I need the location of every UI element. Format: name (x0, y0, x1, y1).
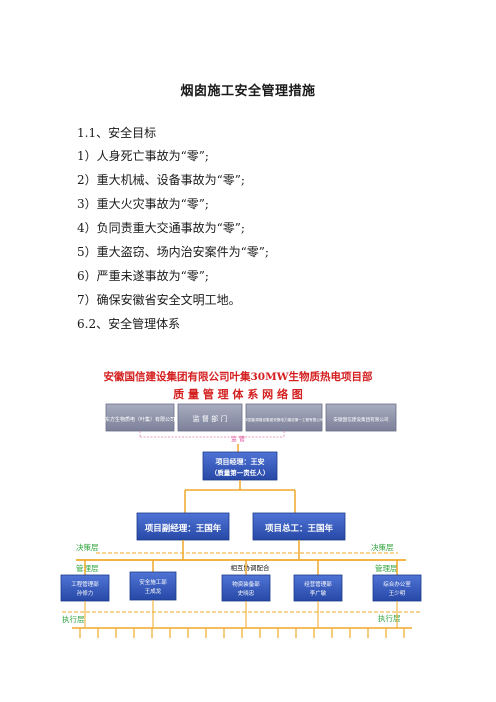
diagram-title-line1: 安徽国信建设集团有限公司叶集30MW生物质热电项目部 (103, 370, 373, 383)
document-title: 烟囱施工安全管理措施 (180, 84, 316, 99)
top-box-group-company-label: 安徽国信建设集团有限公司 (333, 416, 389, 423)
dept-safety-person: 王成龙 (145, 587, 162, 595)
quality-management-network-diagram: 安徽国信建设集团有限公司叶集30MW生物质热电项目部 质 量 管 理 体 系 网… (60, 370, 422, 638)
deputy-manager-box: 项目副经理：王国年 (136, 512, 230, 541)
dept-operations: 经营管理部 李广敏 (293, 574, 343, 602)
dept-admin-office-person: 王少明 (389, 590, 406, 597)
decision-layer-right: 决策层 (371, 542, 394, 552)
project-manager-role: （质量第一责任人） (211, 468, 270, 477)
dept-operations-person: 李广敏 (310, 589, 327, 597)
top-box-contractor-label: 中国能源建设集团安徽电力建设第一工程有限公司 (244, 417, 323, 422)
dept-materials: 物资装备部 史晓忠 (221, 574, 271, 602)
project-manager-box: 项目经理：王安 （质量第一责任人） (202, 451, 278, 481)
dept-materials-person: 史晓忠 (238, 589, 255, 597)
dept-safety: 安全施工部 王成龙 (129, 571, 177, 601)
goal-item-7: 7）确保安徽省安全文明工地。 (77, 293, 241, 307)
dept-admin-office: 综合办公室 王少明 (372, 574, 422, 602)
supervision-label: 监 管 (231, 435, 245, 443)
dept-engineering-person: 孙修力 (77, 589, 94, 597)
execution-layer-right: 执行层 (378, 613, 401, 623)
dept-engineering-name: 工程管理部 (71, 580, 99, 588)
deputy-manager-label: 项目副经理：王国年 (145, 523, 222, 534)
diagram-title-line2: 质 量 管 理 体 系 网 络 图 (173, 387, 303, 401)
top-box-owner: 东方生物质电（叶集）有限公司 (105, 403, 175, 432)
goal-item-3: 3）重大火灾事故为“零”; (77, 197, 209, 211)
dept-materials-name: 物资装备部 (232, 580, 260, 588)
goal-item-6: 6）严重未遂事故为“零”; (77, 269, 209, 283)
dept-engineering: 工程管理部 孙修力 (60, 574, 110, 602)
chief-engineer-label: 项目总工：王国年 (265, 523, 334, 534)
goal-item-5: 5）重大盗窃、场内治安案件为“零”; (77, 245, 269, 259)
top-box-group-company: 安徽国信建设集团有限公司 (325, 403, 397, 432)
coordination-label: 相互协调配合 (231, 563, 271, 572)
project-manager-name: 项目经理：王安 (216, 457, 265, 466)
management-layer-left: 管理层 (76, 563, 99, 573)
top-box-contractor: 中国能源建设集团安徽电力建设第一工程有限公司 (244, 403, 324, 432)
top-box-supervision-dept-label: 监 督 部 门 (193, 414, 228, 423)
management-layer-right: 管理层 (375, 563, 398, 573)
dept-operations-name: 经营管理部 (304, 580, 332, 588)
goal-item-2: 2）重大机械、设备事故为“零”; (77, 173, 245, 187)
section-heading-safety-goals: 1.1、安全目标 (77, 126, 157, 140)
goal-item-1: 1）人身死亡事故为“零”; (77, 149, 209, 163)
top-box-supervision-dept: 监 督 部 门 (177, 403, 243, 432)
dept-safety-name: 安全施工部 (139, 578, 167, 586)
section-heading-safety-system: 6.2、安全管理体系 (77, 317, 181, 331)
execution-layer-left: 执行层 (62, 614, 85, 624)
dept-admin-office-name: 综合办公室 (383, 580, 411, 588)
top-box-owner-label: 东方生物质电（叶集）有限公司 (105, 416, 175, 423)
chief-engineer-box: 项目总工：王国年 (252, 512, 346, 541)
decision-layer-left: 决策层 (76, 542, 99, 552)
execution-stubs (79, 628, 405, 638)
goal-item-4: 4）负同责重大交通事故为“零”; (77, 221, 245, 235)
